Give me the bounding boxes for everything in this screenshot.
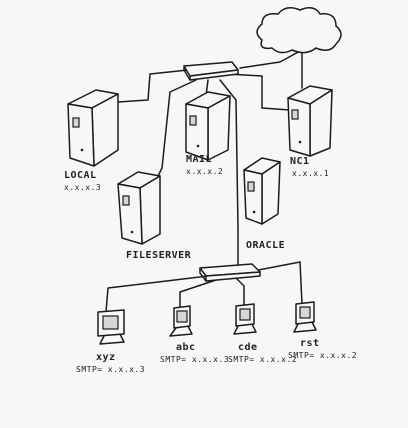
abc-name-label: abc [176, 342, 196, 353]
bottom-switch [199, 263, 261, 282]
mail-name-label: MAIL [186, 154, 212, 165]
cde-name-label: cde [238, 342, 258, 353]
local-name-label: LOCAL [64, 170, 97, 181]
fileserver-name-label: FILESERVER [126, 250, 192, 261]
link-bottom-switch-to-rst [247, 261, 303, 305]
workstation-rst-icon [293, 301, 317, 333]
server-oracle-icon [243, 157, 281, 225]
xyz-smtp-label: SMTP= x.x.x.3 [76, 365, 145, 374]
nc1-name-label: NC1 [290, 156, 310, 167]
server-mail-icon [185, 91, 231, 161]
link-bottom-switch-to-xyz [105, 275, 209, 313]
workstation-xyz-icon [97, 309, 125, 345]
connection-lines [105, 49, 303, 313]
link-top-switch-to-nc1 [227, 73, 291, 111]
cloud-icon [256, 7, 342, 54]
oracle-name-label: ORACLE [246, 240, 285, 251]
xyz-name-label: xyz [96, 352, 116, 363]
link-bottom-switch-to-cde [235, 277, 245, 307]
link-bottom-switch-to-abc [179, 277, 223, 309]
nc1-address-label: x.x.x.1 [292, 169, 329, 178]
link-top-switch-to-fileserver [157, 79, 197, 177]
link-cloud-to-top-switch [239, 49, 303, 89]
server-nc1-icon [287, 85, 333, 157]
mail-address-label: x.x.x.2 [186, 167, 223, 176]
rst-smtp-label: SMTP= x.x.x.2 [288, 351, 357, 360]
top-switch [183, 61, 239, 81]
abc-smtp-label: SMTP= x.x.x.3 [160, 355, 229, 364]
server-local-icon [67, 89, 119, 167]
link-top-switch-to-oracle [219, 79, 239, 271]
workstation-cde-icon [233, 303, 257, 335]
rst-name-label: rst [300, 338, 320, 349]
link-local-to-top-switch [117, 69, 189, 103]
server-fileserver-icon [117, 171, 161, 245]
cde-smtp-label: SMTP= x.x.x.2 [228, 355, 297, 364]
workstation-abc-icon [169, 305, 193, 337]
local-address-label: x.x.x.3 [64, 183, 101, 192]
